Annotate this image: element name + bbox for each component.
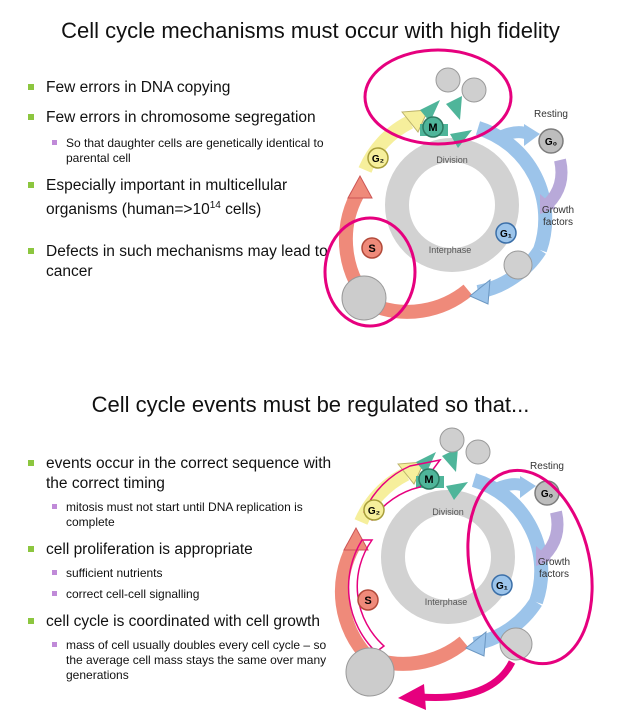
bullet-list: Few errors in DNA copying Few errors in … [24,78,354,292]
growth-arrowhead [398,684,426,710]
bullet-item: Few errors in DNA copying [24,78,354,98]
inner-ring [381,490,515,624]
s-node [361,237,383,259]
g2-arrowhead [401,109,429,133]
g2-phase-arc [358,115,414,173]
m-arrow-2 [442,448,458,472]
g1-phase-arc [471,473,549,605]
g1-node [495,222,517,244]
large-cell-image [345,647,395,697]
to-g0-arrowhead [520,476,536,498]
s-node [357,589,379,611]
bullet-item: Especially important in multicellular or… [24,176,354,220]
s-phase-arc [334,543,374,662]
g0-return-arrowhead [536,546,552,566]
growth-label: Growth [538,557,570,568]
g1-node [491,574,513,596]
dividing-cell-image [435,67,487,103]
large-cell-image [341,275,387,321]
g1-arrowhead [465,630,487,657]
highlight-s-phase [323,216,417,328]
bullet-item: Defects in such mechanisms may lead to c… [24,242,354,282]
svg-text:Interphase: Interphase [425,597,468,607]
bullet-list: events occur in the correct sequence wit… [24,454,334,693]
growth-label: Growth [542,205,574,216]
bullet-item: cell cycle is coordinated with cell grow… [24,612,334,632]
s-arrowhead [343,526,369,551]
svg-text:M: M [428,122,437,134]
g1-arrowhead [469,278,491,305]
svg-text:G₀: G₀ [545,137,557,148]
s-phase-arc-tail [369,284,473,319]
svg-text:Resting: Resting [534,109,568,120]
svg-text:G₂: G₂ [372,154,384,165]
g0-return-arrow [543,158,568,209]
g1-phase-arc [475,121,553,253]
bullet-item: events occur in the correct sequence wit… [24,454,334,494]
g2-node [367,147,389,169]
factors-label: factors [539,569,569,580]
m-arrow-3 [446,482,468,500]
g2-phase-arc [354,467,410,525]
dividing-cell-image [439,427,491,465]
svg-text:Division: Division [436,155,468,165]
slide-top: Cell cycle mechanisms must occur with hi… [24,18,574,328]
highlight-m-phase [363,48,513,146]
svg-text:G₁: G₁ [496,581,508,592]
small-cell-image [503,250,533,280]
sequence-outline-s [347,539,386,653]
g0-return-arrowhead [540,194,556,214]
g2-node [363,499,385,521]
svg-text:S: S [364,595,371,607]
svg-text:G₂: G₂ [368,506,380,517]
m-arrow-1 [420,100,440,122]
factors-label: factors [543,217,573,228]
sub-bullet-item: mass of cell usually doubles every cell … [24,638,334,683]
g0-node [538,128,564,154]
m-node [418,468,440,490]
m-node [422,116,444,138]
svg-text:G₀: G₀ [541,489,553,500]
svg-text:Resting: Resting [530,461,564,472]
sub-bullet-item: So that daughter cells are genetically i… [24,136,354,166]
sub-bullet-item: sufficient nutrients [24,566,334,581]
to-g0-arrowhead [524,124,540,146]
slide-bottom: Cell cycle events must be regulated so t… [0,362,621,724]
g2-arrowhead [397,461,425,485]
g0-return-arrow [539,510,564,561]
growth-arrow [419,660,516,702]
svg-text:S: S [368,243,375,255]
sub-bullet-item: correct cell-cell signalling [24,587,334,602]
sub-bullet-item: mitosis must not start until DNA replica… [24,500,334,530]
svg-text:M: M [424,474,433,486]
slide-title: Cell cycle events must be regulated so t… [91,392,530,417]
s-arrowhead [347,174,373,199]
svg-text:Interphase: Interphase [429,245,472,255]
bullet-item: Few errors in chromosome segregation [24,108,354,128]
m-arrow-2 [446,96,462,120]
svg-text:G₁: G₁ [500,229,512,240]
small-cell-image [499,627,533,661]
inner-ring [385,138,519,272]
svg-text:Division: Division [432,507,464,517]
bullet-item: cell proliferation is appropriate [24,540,334,560]
highlight-g1-g0 [466,468,594,666]
slide-title: Cell cycle mechanisms must occur with hi… [61,18,560,43]
